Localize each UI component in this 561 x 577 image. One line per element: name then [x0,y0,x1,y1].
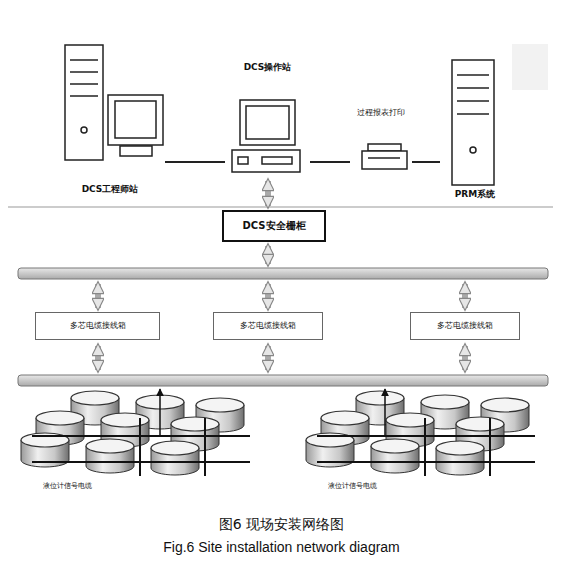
tank-field [21,389,535,476]
node-label: DCS工程师站 [82,184,139,195]
bus-bar [18,268,548,279]
junction-box: 多芯电缆接线箱 [35,312,160,340]
tank-group [21,389,250,476]
tank [86,439,134,473]
prm-system: PRM系统 [440,55,510,200]
operator-station: DCS操作站 [225,62,310,177]
printer [362,144,407,169]
tank [151,441,199,475]
cable-label: 液位计信号电缆 [327,482,378,490]
separator-line [8,207,553,208]
tank [436,441,484,475]
cable-label: 液位计信号电缆 [42,482,93,490]
signal-arrow [384,389,386,436]
barrier-cabinet: DCS安全栅柜 [222,210,326,242]
tank-group [306,389,535,476]
junction-box: 多芯电缆接线箱 [410,312,520,340]
signal-cable-grid [317,418,535,476]
network-cable [412,161,440,163]
double-arrow [98,246,465,370]
node-label: 多芯电缆接线箱 [70,321,126,331]
tank [371,439,419,473]
caption-english: Fig.6 Site installation network diagram [0,539,561,556]
node-label: DCS操作站 [244,62,292,73]
caption: 图6 现场安装网络图 [0,516,561,533]
junction-box: 多芯电缆接线箱 [213,312,323,340]
report-printer: 过程报表打印 [350,108,412,173]
grey-panel [512,44,548,90]
node-label: PRM系统 [455,189,495,200]
prm-server [452,60,494,185]
bus-bar [18,375,548,386]
signal-arrow [159,389,161,436]
network-cable [165,161,225,163]
engineer-computer [65,45,163,160]
operator-computer [232,100,300,172]
signal-cable-grid [32,418,250,476]
engineer-station: DCS工程师站 [55,40,165,195]
network-cable [310,161,350,163]
node-label: DCS安全栅柜 [242,220,305,232]
node-label: 过程报表打印 [357,108,405,118]
node-label: 多芯电缆接线箱 [437,321,493,331]
double-arrow [265,181,271,206]
node-label: 多芯电缆接线箱 [240,321,296,331]
